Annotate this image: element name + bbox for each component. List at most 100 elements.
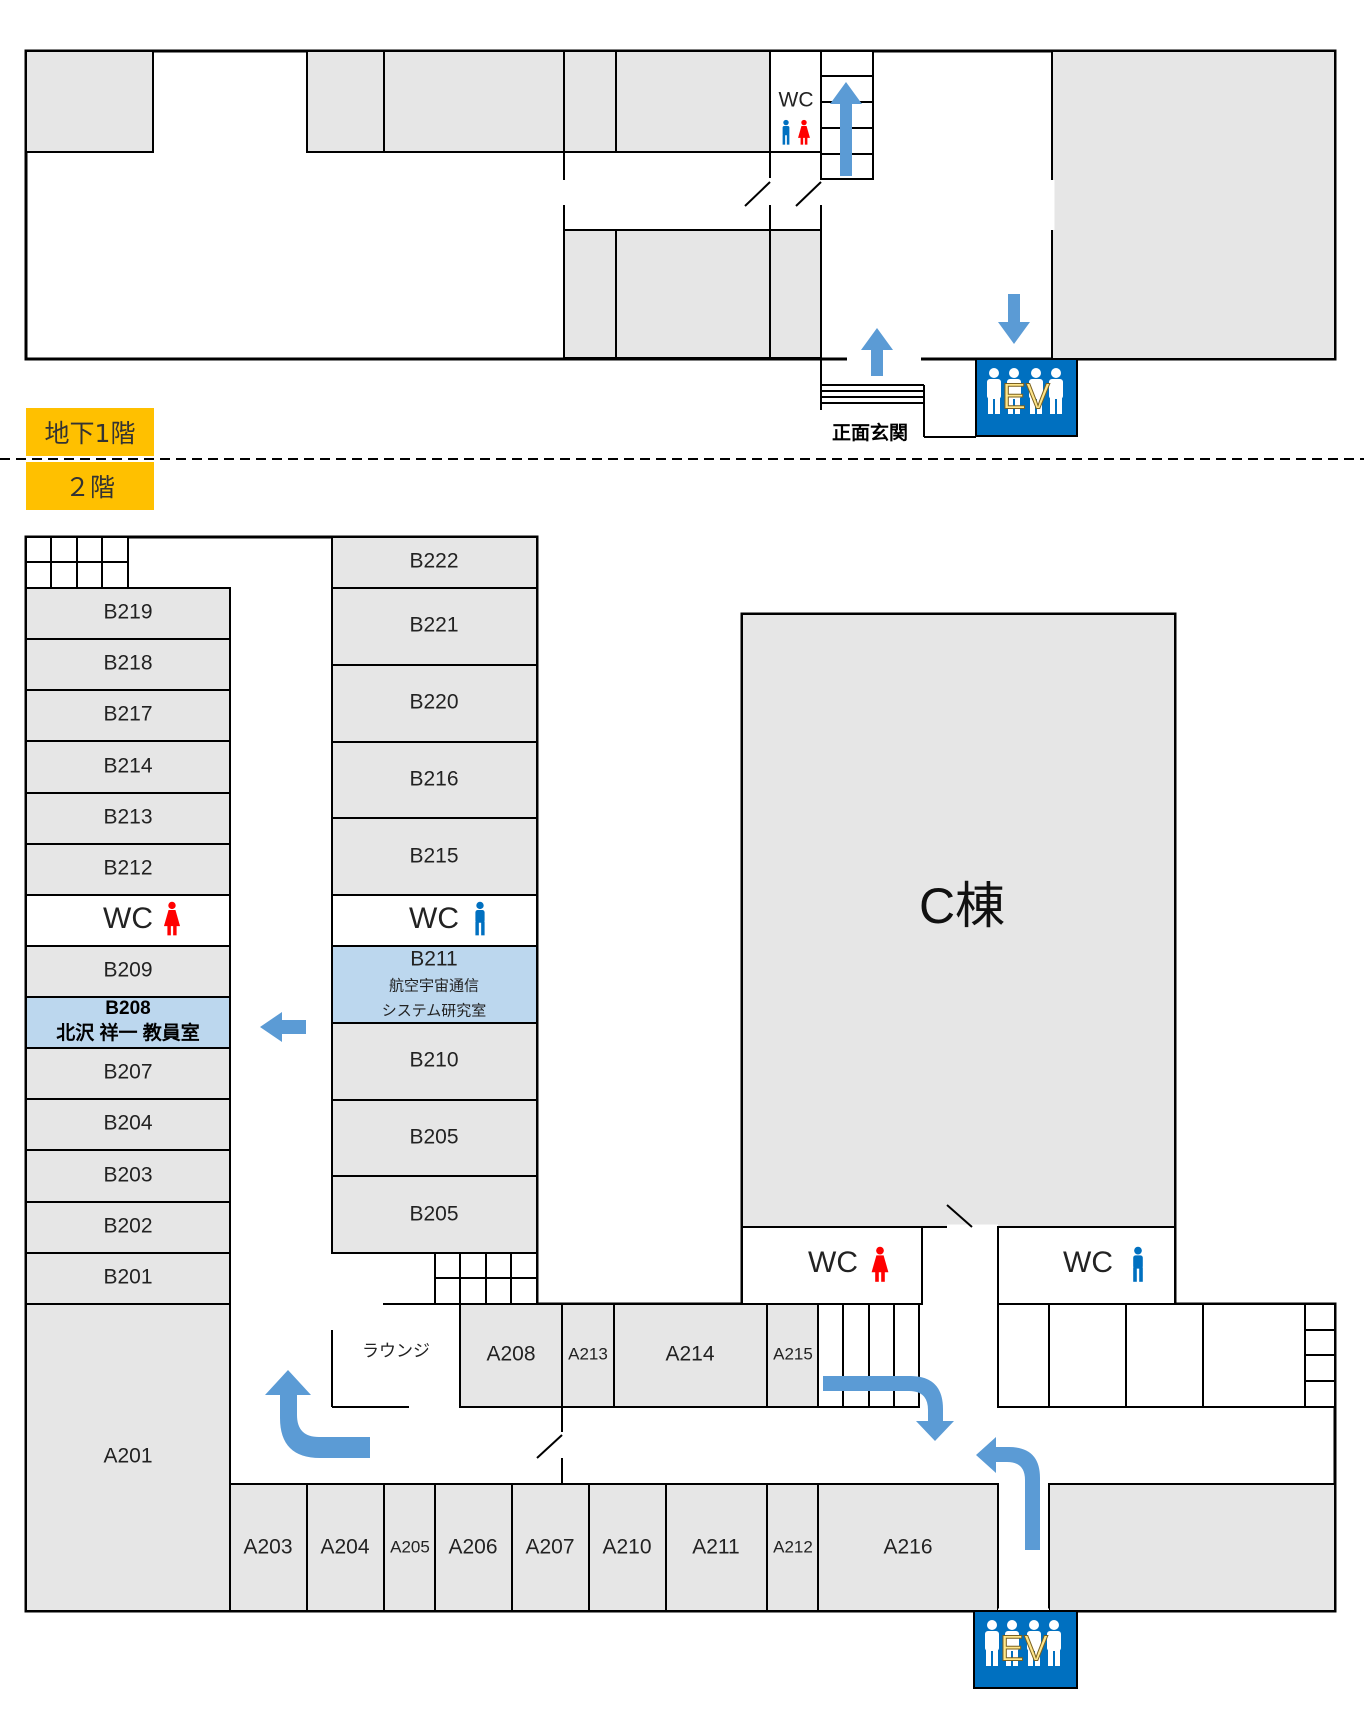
svg-text:EV: EV xyxy=(1000,1628,1048,1669)
room xyxy=(25,1201,231,1254)
room xyxy=(25,792,231,845)
svg-text:EV: EV xyxy=(1002,376,1050,417)
room-label: B220 xyxy=(409,691,458,714)
room-label: B213 xyxy=(103,806,152,829)
room-label: B203 xyxy=(103,1164,152,1187)
arrow-route-icon xyxy=(823,1376,954,1441)
room xyxy=(25,1303,231,1612)
room-label: B205 xyxy=(409,1203,458,1226)
office-owner-name: 北沢 祥一 教員室 xyxy=(56,1021,200,1044)
arrow-left-icon xyxy=(260,1012,306,1042)
highlight-office-b208 xyxy=(25,996,231,1049)
wc-room-female xyxy=(741,1226,923,1305)
lounge-label: ラウンジ xyxy=(362,1341,430,1360)
room-label: B210 xyxy=(409,1049,458,1072)
b1-room xyxy=(25,50,154,153)
room-label: A215 xyxy=(773,1344,813,1363)
highlight-lab-b211 xyxy=(331,945,538,1024)
room-label: A201 xyxy=(103,1445,152,1468)
wc-room-male xyxy=(331,894,538,947)
room xyxy=(766,1483,819,1612)
room-label: B217 xyxy=(103,703,152,726)
b1-room xyxy=(769,229,822,359)
room xyxy=(1048,1483,1336,1612)
room-label: B222 xyxy=(409,550,458,573)
room-label: A212 xyxy=(773,1537,813,1556)
b1-room xyxy=(615,50,771,153)
wc-room-male xyxy=(997,1226,1176,1305)
wc-label: WC xyxy=(409,902,459,935)
room-label: A211 xyxy=(692,1536,740,1559)
arrow-up-icon xyxy=(861,328,893,376)
room-label: B209 xyxy=(103,959,152,982)
floor-label-2f: ２階 xyxy=(26,462,154,510)
room xyxy=(434,1483,513,1612)
room xyxy=(511,1483,590,1612)
room xyxy=(25,740,231,794)
room-label: A208 xyxy=(486,1343,535,1366)
second-floor: B219 B218 B217 B214 B213 B212 WC B209 B2… xyxy=(24,535,1337,1689)
floor-label-b1: 地下1階 xyxy=(26,408,154,456)
building-c-label: C棟 xyxy=(919,878,1005,934)
b1-room xyxy=(306,50,385,153)
room xyxy=(25,843,231,896)
b1-wc-label: WC xyxy=(779,89,814,112)
lab-name-line2: システム研究室 xyxy=(382,1002,487,1020)
wc-label: WC xyxy=(103,902,153,935)
room xyxy=(25,638,231,691)
lab-room-number: B211 xyxy=(410,948,458,971)
room-label: A210 xyxy=(602,1536,651,1559)
room xyxy=(459,1303,563,1408)
room-label: B212 xyxy=(103,857,152,880)
room-label: B218 xyxy=(103,652,152,675)
room xyxy=(25,1149,231,1203)
building-c xyxy=(741,613,1176,1228)
arrow-route-icon xyxy=(976,1437,1040,1550)
room-label: A207 xyxy=(525,1536,574,1559)
room-label: A214 xyxy=(665,1343,714,1366)
room xyxy=(588,1483,667,1612)
room xyxy=(331,536,538,589)
b1-room xyxy=(1051,50,1336,360)
room-label: A204 xyxy=(320,1536,369,1559)
lab-name-line1: 航空宇宙通信 xyxy=(389,977,479,995)
b1-room xyxy=(383,50,565,153)
room-label: B207 xyxy=(103,1061,152,1084)
room xyxy=(25,587,231,640)
office-room-number: B208 xyxy=(105,998,150,1019)
room-label: B216 xyxy=(409,768,458,791)
b1-room xyxy=(563,229,617,359)
elevator-icon: EV xyxy=(973,1610,1078,1689)
room-label: B205 xyxy=(409,1126,458,1149)
arrow-down-icon xyxy=(998,294,1030,344)
room xyxy=(331,1099,538,1177)
room xyxy=(331,664,538,743)
b1-room xyxy=(615,229,771,359)
elevator-icon: EV xyxy=(975,358,1078,437)
room xyxy=(25,689,231,742)
entrance-label: 正面玄関 xyxy=(832,421,908,444)
arrow-up-icon xyxy=(830,82,862,176)
room xyxy=(331,1175,538,1254)
room xyxy=(817,1483,999,1612)
room xyxy=(229,1483,308,1612)
wc-room-female xyxy=(25,894,231,947)
b1-wc-room xyxy=(769,50,822,153)
room-label: B221 xyxy=(409,614,458,637)
room-label: B219 xyxy=(103,601,152,624)
arrow-route-icon xyxy=(265,1370,370,1458)
room-label: A205 xyxy=(390,1537,430,1556)
room-label: B215 xyxy=(409,845,458,868)
room-label: B214 xyxy=(103,755,152,778)
basement-floor: WC EV 正面玄関 xyxy=(24,49,1337,444)
wc-label: WC xyxy=(1063,1246,1113,1279)
room xyxy=(25,1098,231,1151)
room xyxy=(306,1483,385,1612)
room-label: B202 xyxy=(103,1215,152,1238)
room-label: B201 xyxy=(103,1266,152,1289)
room xyxy=(613,1303,768,1408)
room xyxy=(25,945,231,998)
wc-label: WC xyxy=(808,1246,858,1279)
room-label: B204 xyxy=(103,1112,152,1135)
